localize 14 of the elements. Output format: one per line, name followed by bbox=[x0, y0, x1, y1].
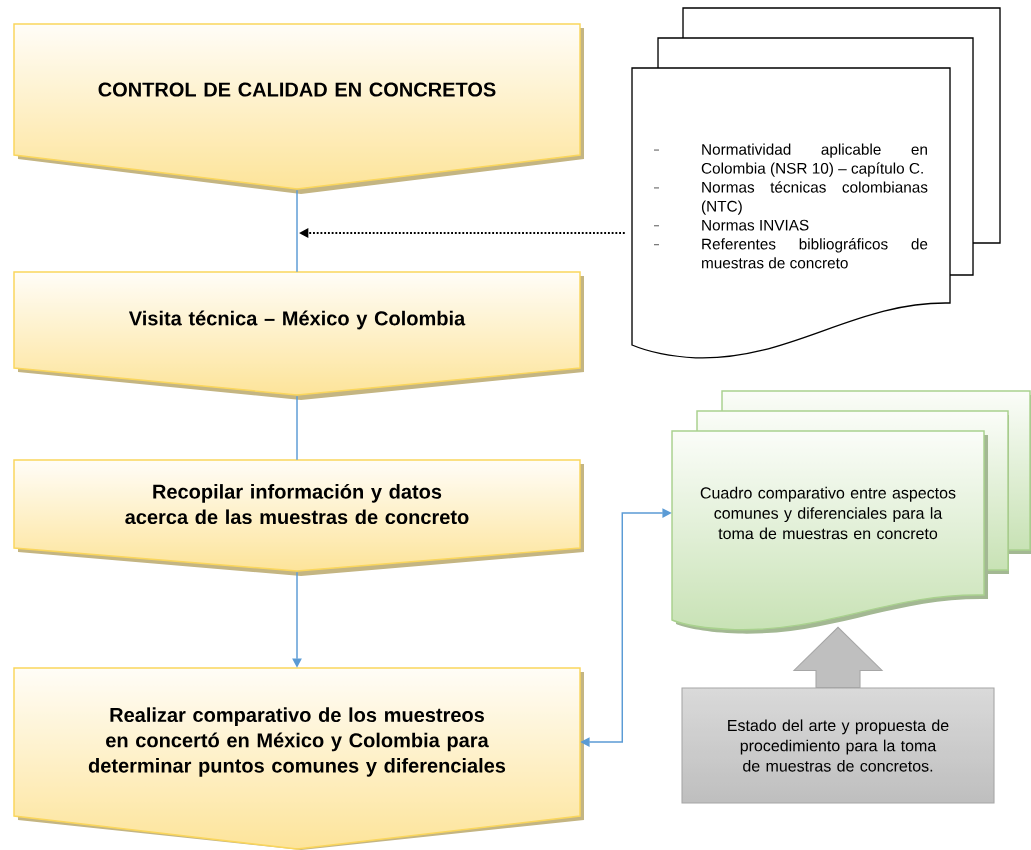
document-stack: Cuadro comparativo entre aspectos comunes y diferenciales para la toma de muestras en concreto bbox=[671, 390, 1031, 634]
list-item: Referentes bibliográficos de muestras de concreto bbox=[653, 238, 928, 269]
process-box: Realizar comparativo de los muestreos en concertó en México y Colombia para determinar puntos comunes y diferenciales bbox=[13, 667, 584, 850]
block-arrow bbox=[792, 626, 884, 688]
process-box: CONTROL DE CALIDAD EN CONCRETOS bbox=[13, 23, 584, 194]
connector bbox=[296, 189, 298, 273]
document-stack bbox=[631, 7, 1001, 359]
process-box: Recopilar información y datos acerca de las muestras de concreto bbox=[13, 459, 584, 576]
list-item: Normas INVIAS bbox=[653, 219, 809, 231]
process-box: Visita técnica – México y Colombia bbox=[13, 271, 584, 400]
list-item: Normas técnicas colombianas (NTC) bbox=[653, 181, 928, 215]
connector bbox=[296, 395, 298, 461]
list-item: Normatividad aplicable en Colombia (NSR 10) – capítulo C. bbox=[653, 143, 927, 177]
process-box: Estado del arte y propuesta de procedimiento para la toma de muestras de concretos. bbox=[681, 687, 995, 804]
